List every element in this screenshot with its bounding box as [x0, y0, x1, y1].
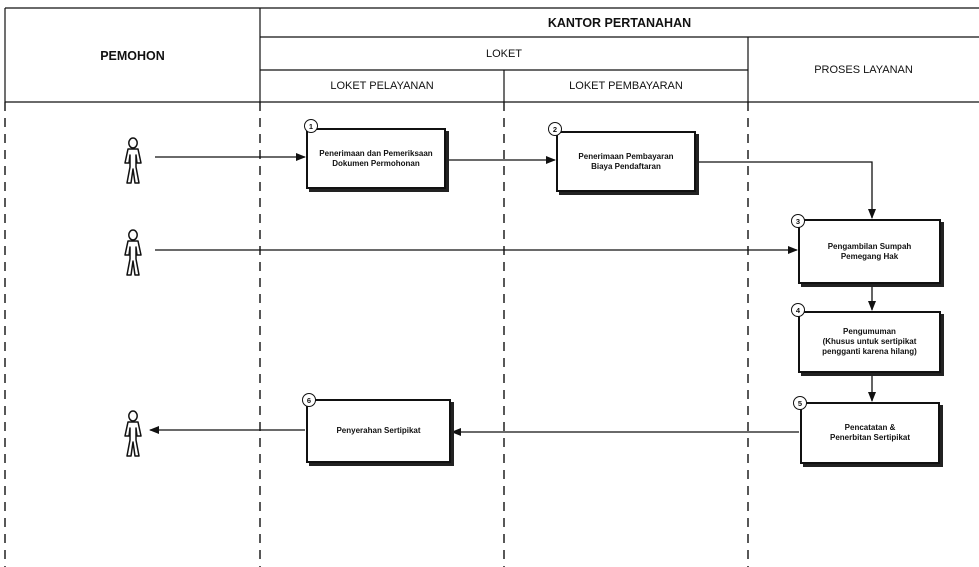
step-label: Penerimaan dan Pemeriksaan Dokumen Permo… [319, 148, 433, 168]
step-label: Pengumuman (Khusus untuk sertipikat peng… [822, 327, 917, 356]
lane-header-counter: LOKET [485, 47, 523, 60]
step-label: Pengambilan Sumpah Pemegang Hak [827, 241, 912, 261]
step-3-box: Pengambilan Sumpah Pemegang Hak [798, 219, 941, 284]
flow-arrows [149, 153, 876, 436]
step-number-badge: 3 [791, 214, 805, 228]
step-number-badge: 5 [793, 396, 807, 410]
step-5-box: Pencatatan & Penerbitan Sertipikat [800, 402, 940, 464]
lane-header-applicant: PEMOHON [100, 49, 165, 63]
lane-separators [4, 102, 749, 567]
step-number-badge: 6 [302, 393, 316, 407]
step-4-box: Pengumuman (Khusus untuk sertipikat peng… [798, 311, 941, 373]
step-label: Penerimaan Pembayaran Biaya Pendaftaran [578, 151, 674, 171]
header-grid [4, 7, 979, 103]
lane-header-service-process: PROSES LAYANAN [814, 63, 913, 76]
person-icon [124, 229, 142, 276]
step-label: Penyerahan Sertipikat [336, 426, 421, 435]
step-number-badge: 4 [791, 303, 805, 317]
person-icon [124, 137, 142, 184]
lane-header-service-counter: LOKET PELAYANAN [330, 80, 434, 92]
step-2-box: Penerimaan Pembayaran Biaya Pendaftaran [556, 131, 696, 192]
step-number-badge: 2 [548, 122, 562, 136]
step-label: Pencatatan & Penerbitan Sertipikat [829, 423, 911, 442]
lane-header-office: KANTOR PERTANAHAN [547, 15, 692, 30]
step-6-box: Penyerahan Sertipikat [306, 399, 451, 463]
step-number-badge: 1 [304, 119, 318, 133]
person-icon [124, 410, 142, 457]
step-1-box: Penerimaan dan Pemeriksaan Dokumen Permo… [306, 128, 446, 189]
arrow-step2-to-step3 [696, 161, 876, 219]
lane-header-payment-counter: LOKET PEMBAYARAN [569, 80, 683, 92]
